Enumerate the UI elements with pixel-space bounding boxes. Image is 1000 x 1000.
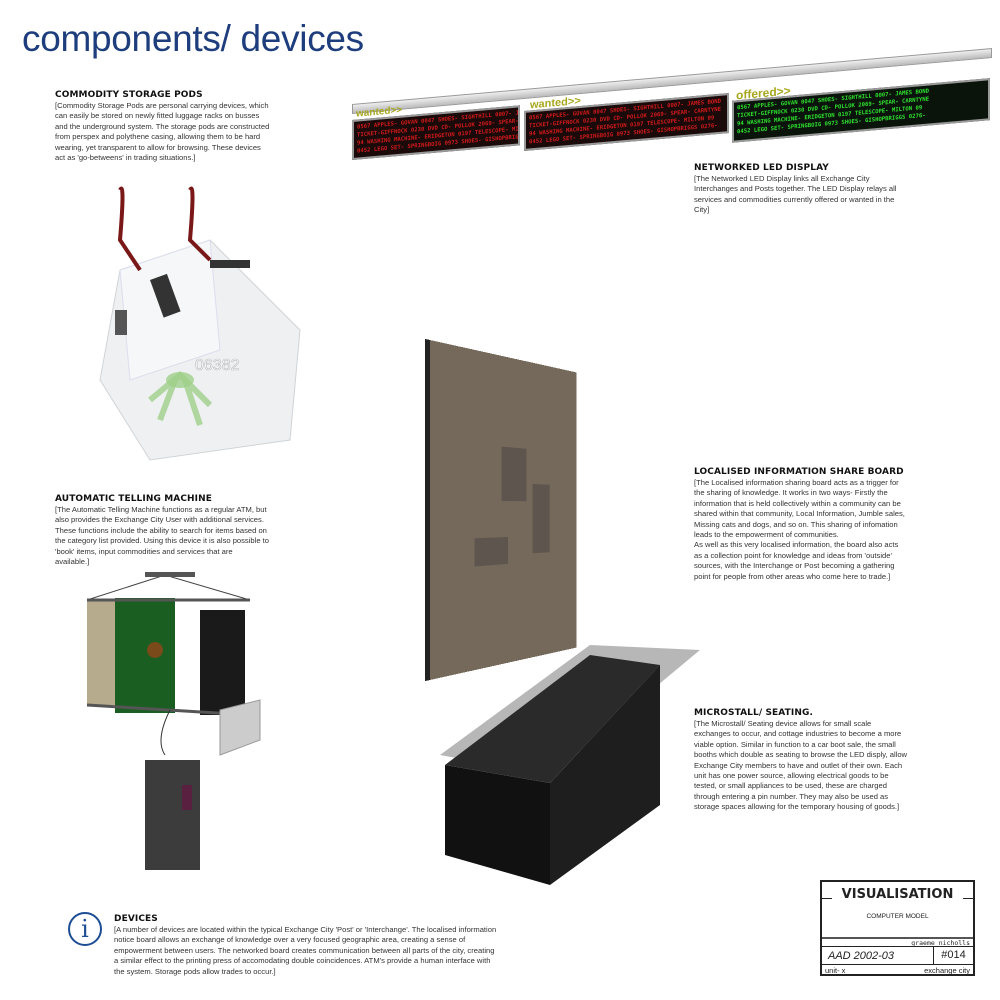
- section-storage-pods: COMMODITY STORAGE PODS [Commodity Storag…: [55, 90, 295, 163]
- share-board-illustration: [430, 340, 577, 680]
- pod-number: 06382: [195, 357, 240, 374]
- course: AAD 2002-03: [828, 950, 895, 962]
- info-icon: i: [68, 912, 102, 946]
- section-heading: AUTOMATIC TELLING MACHINE: [55, 494, 212, 504]
- title-block-subheading: COMPUTER MODEL: [866, 913, 929, 920]
- section-body: [The Localised information sharing board…: [694, 478, 905, 581]
- atm-illustration: [86, 572, 261, 870]
- page-title: components/ devices: [22, 18, 364, 59]
- section-devices: DEVICES [A number of devices are located…: [114, 914, 534, 977]
- section-heading: LOCALISED INFORMATION SHARE BOARD: [694, 467, 904, 477]
- led-display-illustration: 0567 APPLES- GOVAN 0047 SHOES- SIGHTHILL…: [352, 48, 992, 167]
- section-atm: AUTOMATIC TELLING MACHINE [The Automatic…: [55, 494, 315, 567]
- section-heading: NETWORKED LED DISPLAY: [694, 163, 829, 173]
- section-body: [The Networked LED Display links all Exc…: [694, 174, 897, 215]
- section-led-display: NETWORKED LED DISPLAY [The Networked LED…: [694, 163, 924, 216]
- section-body: [The Automatic Telling Machine functions…: [55, 505, 269, 567]
- author: graeme nicholls: [822, 937, 973, 947]
- title-block: VISUALISATION COMPUTER MODEL graeme nich…: [820, 880, 975, 976]
- section-body: [A number of devices are located within …: [114, 925, 497, 976]
- section-body: [The Microstall/ Seating device allows f…: [694, 719, 908, 812]
- unit: unit- x: [825, 966, 846, 975]
- project: exchange city: [924, 966, 970, 975]
- title-block-heading: VISUALISATION: [841, 887, 954, 902]
- section-share-board: LOCALISED INFORMATION SHARE BOARD [The L…: [694, 467, 964, 582]
- section-microstall: MICROSTALL/ SEATING. [The Microstall/ Se…: [694, 708, 964, 813]
- section-heading: COMMODITY STORAGE PODS: [55, 90, 203, 100]
- section-body: [Commodity Storage Pods are personal car…: [55, 101, 270, 163]
- microstall-illustration: [440, 645, 700, 885]
- sheet-number: #014: [933, 947, 973, 964]
- section-heading: DEVICES: [114, 914, 158, 924]
- section-heading: MICROSTALL/ SEATING.: [694, 708, 813, 718]
- storage-pod-illustration: 06382: [99, 186, 301, 461]
